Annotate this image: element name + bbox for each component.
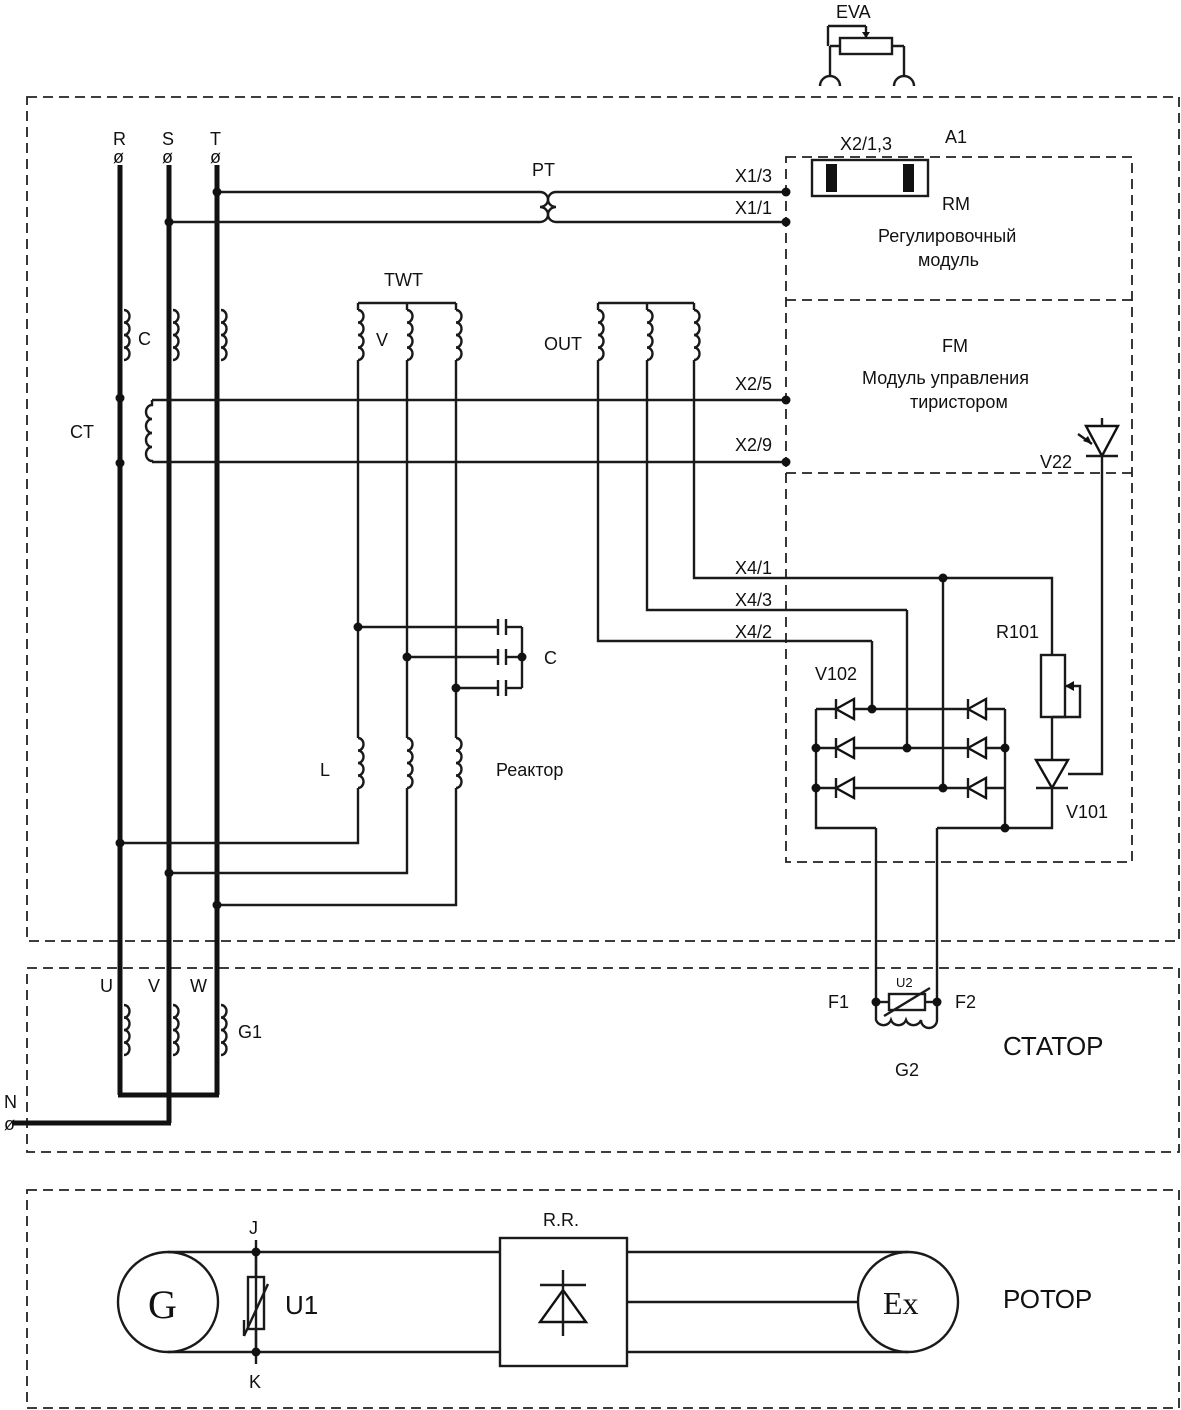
- label-v102: V102: [815, 664, 857, 684]
- label-g: G: [148, 1282, 177, 1327]
- phase-bus: [12, 165, 220, 1126]
- label-t: T: [210, 129, 221, 149]
- label-fm-name-1: Модуль управления: [862, 368, 1029, 388]
- label-rr: R.R.: [543, 1210, 579, 1230]
- label-x1-3: X1/3: [735, 166, 772, 186]
- g1-windings: [122, 1003, 228, 1057]
- twt-transformer: [120, 301, 463, 907]
- label-w: W: [190, 976, 207, 996]
- label-out: OUT: [544, 334, 582, 354]
- label-c-caps: C: [544, 648, 557, 668]
- r101-v101-branch: [943, 576, 1100, 830]
- rotor-circuit: [116, 1236, 960, 1368]
- label-x2-5: X2/5: [735, 374, 772, 394]
- label-eva: EVA: [836, 2, 871, 22]
- ct-transformer: [117, 398, 786, 464]
- label-r: R: [113, 129, 126, 149]
- label-rotor: РОТОР: [1003, 1284, 1092, 1314]
- label-x4-2: X4/2: [735, 622, 772, 642]
- terminal-n: ø: [4, 1114, 15, 1134]
- label-x2-9: X2/9: [735, 435, 772, 455]
- diode-bridge-v102: [814, 578, 1007, 830]
- label-x4-1: X4/1: [735, 558, 772, 578]
- label-r101: R101: [996, 622, 1039, 642]
- junction-dots: [115, 187, 1010, 1007]
- label-twt-v: V: [376, 330, 388, 350]
- v22-thyristor: [1077, 418, 1120, 776]
- label-c-coils: C: [138, 329, 151, 349]
- label-s: S: [162, 129, 174, 149]
- label-pt: PT: [532, 160, 555, 180]
- label-x2-13: X2/1,3: [840, 134, 892, 154]
- label-rm-name-2: модуль: [918, 250, 979, 270]
- label-l: L: [320, 760, 330, 780]
- label-rm: RM: [942, 194, 970, 214]
- label-ex: Ex: [883, 1285, 919, 1321]
- label-u2: U2: [896, 975, 913, 990]
- eva-potentiometer: [818, 24, 916, 87]
- label-u1: U1: [285, 1290, 318, 1320]
- label-g1: G1: [238, 1022, 262, 1042]
- terminal-r: ø: [113, 147, 124, 167]
- label-v22: V22: [1040, 452, 1072, 472]
- label-x1-1: X1/1: [735, 198, 772, 218]
- label-ct: CT: [70, 422, 94, 442]
- label-a1: A1: [945, 127, 967, 147]
- label-f1: F1: [828, 992, 849, 1012]
- g2-leads: [874, 826, 1005, 1030]
- label-stator: СТАТОР: [1003, 1031, 1104, 1061]
- main-unit-boundary: [26, 96, 1180, 942]
- label-x4-3: X4/3: [735, 590, 772, 610]
- label-v101: V101: [1066, 802, 1108, 822]
- terminal-t: ø: [210, 147, 221, 167]
- pt-transformer: [169, 190, 786, 224]
- label-reactor: Реактор: [496, 760, 563, 780]
- label-g2: G2: [895, 1060, 919, 1080]
- label-v: V: [148, 976, 160, 996]
- phase-labels: R S T ø ø ø ø: [4, 129, 221, 1134]
- terminal-s: ø: [162, 147, 173, 167]
- label-fm: FM: [942, 336, 968, 356]
- label-twt: TWT: [384, 270, 423, 290]
- label-n: N: [4, 1092, 17, 1112]
- x2-connector: [810, 158, 930, 198]
- label-k: K: [249, 1372, 261, 1392]
- rotor-boundary: [26, 1189, 1180, 1409]
- label-u: U: [100, 976, 113, 996]
- label-f2: F2: [955, 992, 976, 1012]
- label-fm-name-2: тиристором: [910, 392, 1008, 412]
- capacitor-bank: [358, 619, 524, 696]
- label-rm-name-1: Регулировочный: [878, 226, 1016, 246]
- stator-boundary: [26, 967, 1180, 1153]
- a1-module-boundary: [785, 156, 1133, 863]
- label-j: J: [249, 1218, 258, 1238]
- out-transformer: [596, 301, 943, 643]
